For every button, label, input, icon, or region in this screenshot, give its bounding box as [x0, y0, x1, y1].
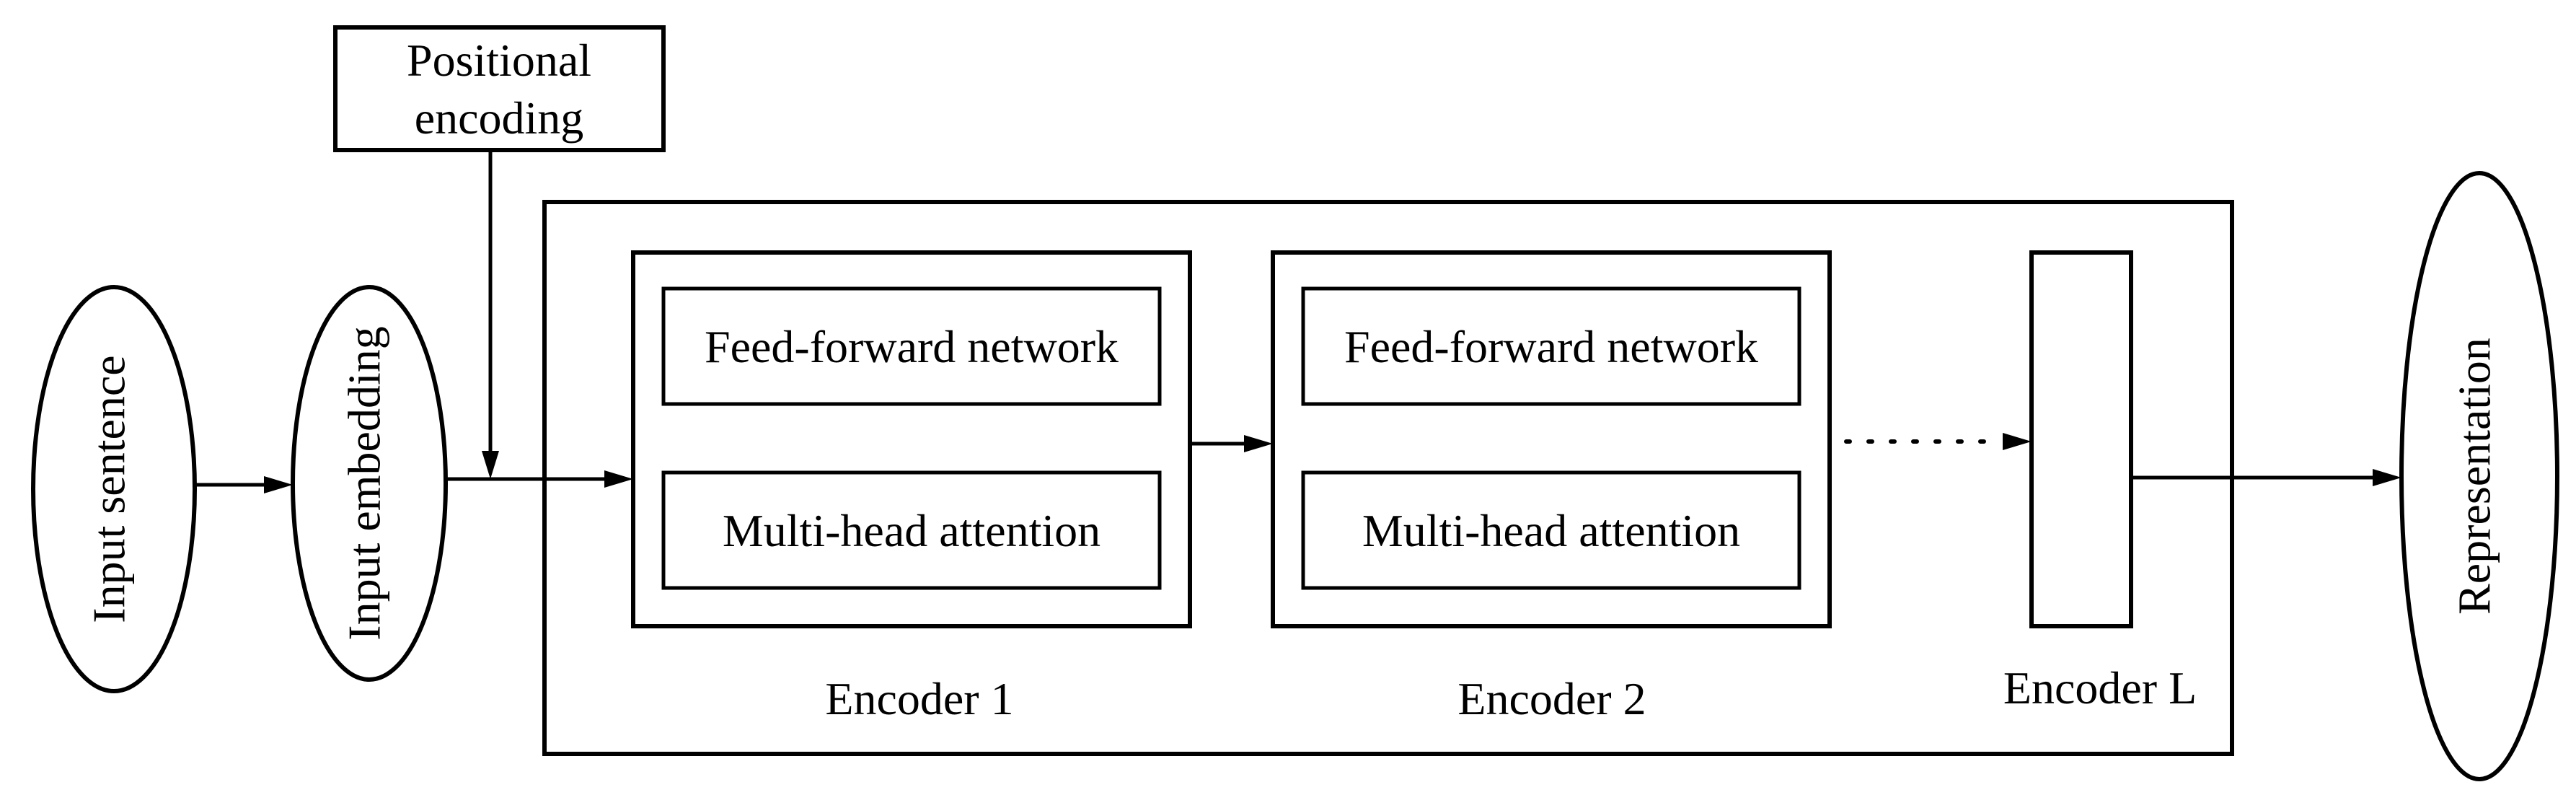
encoder-l-label: Encoder L: [2003, 662, 2197, 713]
input-embedding-node: Input embedding: [291, 285, 448, 682]
arrow-encoder-1-to-encoder-2: [1190, 435, 1273, 452]
encoder-2-feed-forward-block: [1301, 286, 1801, 406]
encoder-1: Feed-forward network Multi-head attentio…: [631, 250, 1192, 724]
encoder-1-feed-forward-label: Feed-forward network: [705, 321, 1119, 372]
encoder-2-attention-block: [1301, 470, 1801, 590]
input-embedding-label: Input embedding: [339, 326, 390, 640]
positional-encoding-label-line-2: encoding: [415, 92, 584, 144]
encoder-l-box: [2029, 250, 2133, 628]
positional-encoding-node: Positional encoding: [333, 25, 666, 152]
dotted-arrow-encoder-2-to-encoder-l: [1844, 433, 2032, 450]
arrow-sentence-to-embedding: [195, 476, 293, 493]
representation-node: Representation: [2399, 171, 2559, 781]
representation-label: Representation: [2449, 338, 2500, 615]
encoder-2-label: Encoder 2: [1457, 673, 1646, 724]
arrow-encoder-l-to-representation: [2131, 469, 2401, 486]
input-sentence-node: Input sentence: [31, 285, 197, 693]
encoder-1-feed-forward-block: [661, 286, 1162, 406]
encoder-2-attention-label: Multi-head attention: [1362, 505, 1740, 556]
encoder-2: Feed-forward network Multi-head attentio…: [1271, 250, 1832, 724]
arrow-embedding-to-encoder-1: [446, 470, 633, 488]
arrow-positional-to-embedding-output: [482, 150, 499, 479]
input-sentence-label: Input sentence: [84, 355, 135, 623]
encoder-2-feed-forward-label: Feed-forward network: [1344, 321, 1758, 372]
positional-encoding-label-line-1: Positional: [407, 35, 591, 86]
encoder-1-attention-label: Multi-head attention: [723, 505, 1100, 556]
encoder-l: Encoder L: [2003, 250, 2197, 713]
encoder-1-label: Encoder 1: [825, 673, 1013, 724]
encoder-1-attention-block: [661, 470, 1162, 590]
